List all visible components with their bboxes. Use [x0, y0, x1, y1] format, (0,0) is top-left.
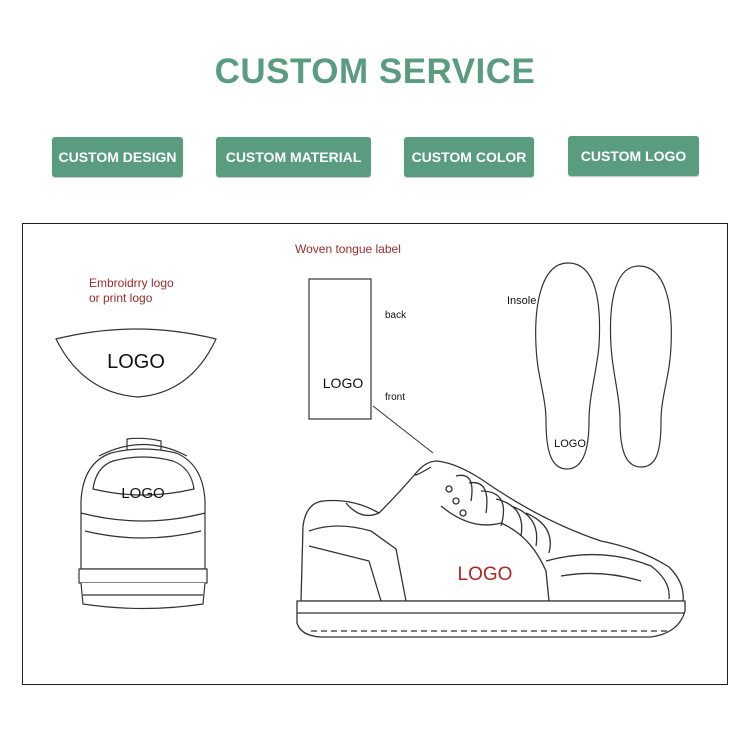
heel-patch: LOGO — [55, 328, 217, 398]
side-view-sneaker — [296, 460, 686, 638]
embroidery-note-line1: Embroidrry logo — [89, 276, 174, 290]
custom-logo-button[interactable]: CUSTOM LOGO — [568, 136, 699, 176]
custom-color-button[interactable]: CUSTOM COLOR — [404, 137, 534, 177]
insole-label: Insole — [507, 295, 536, 307]
page-title: CUSTOM SERVICE — [214, 52, 536, 91]
sneaker-customization-diagram: Embroidrry logo or print logo LOGO Woven… — [55, 242, 686, 638]
side-shoe-logo: LOGO — [458, 564, 513, 585]
tongue-tag-logo: LOGO — [323, 375, 364, 391]
tongue-label-tag: LOGO — [308, 278, 372, 420]
heel-patch-logo: LOGO — [107, 351, 165, 373]
rear-view-sneaker — [78, 437, 208, 610]
custom-material-button[interactable]: CUSTOM MATERIAL — [216, 137, 371, 177]
custom-design-button[interactable]: CUSTOM DESIGN — [52, 137, 183, 177]
insole-logo: LOGO — [554, 438, 586, 450]
embroidery-note-line2: or print logo — [89, 291, 153, 305]
front-label: front — [385, 392, 405, 403]
left-insole — [535, 262, 601, 470]
right-insole — [609, 265, 672, 468]
back-label: back — [385, 310, 407, 321]
customization-diagram-panel: Embroidrry logo or print logo LOGO Woven… — [22, 223, 728, 685]
tongue-label-title: Woven tongue label — [295, 242, 401, 256]
tongue-pointer-line — [372, 405, 434, 454]
rear-shoe-logo: LOGO — [121, 485, 164, 502]
